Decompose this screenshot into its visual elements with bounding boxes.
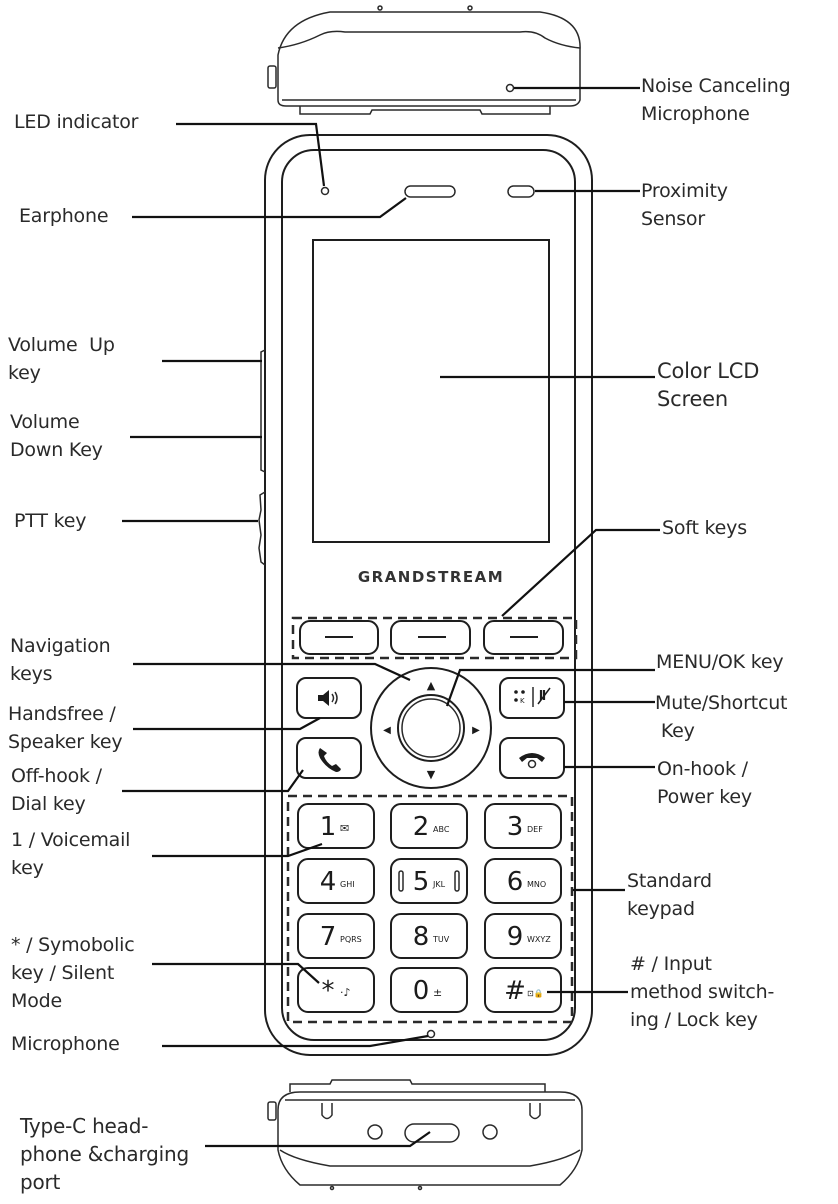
soft-key-right[interactable] [483, 620, 564, 655]
key-subtitle: WXYZ [527, 935, 551, 944]
key-subtitle: ± [433, 986, 442, 999]
key-subtitle: JKL [432, 880, 446, 889]
hangup-icon [519, 753, 545, 762]
key-subtitle: DEF [527, 825, 543, 834]
speaker-icon [318, 690, 338, 706]
key-digit: 2 [413, 812, 430, 842]
earphone-slot [404, 185, 456, 198]
label-earphone: Earphone [19, 205, 109, 227]
shortcut-icon: K [514, 690, 525, 705]
key-digit: 8 [413, 922, 430, 952]
leader-lines [122, 86, 660, 1148]
label-standard-keypad: Standard keypad [627, 870, 712, 920]
label-noise-canceling-microphone: Noise Canceling Microphone [641, 75, 791, 125]
key-digit: 5 [413, 867, 430, 897]
keypad-key-0[interactable]: 0± [390, 967, 468, 1013]
handsfree-key[interactable] [296, 677, 362, 719]
nav-left-icon[interactable]: ◀ [383, 725, 391, 736]
label-typec-port: Type-C head- phone &charging port [20, 1114, 189, 1194]
nav-right-icon[interactable]: ▶ [472, 725, 480, 736]
label-mute-shortcut-key: Mute/Shortcut Key [655, 692, 788, 742]
key-digit: # [504, 976, 526, 1006]
label-hash-input-lock: # / Input method switch- ing / Lock key [630, 953, 775, 1031]
soft-key-left[interactable] [299, 620, 379, 655]
led-indicator [320, 186, 330, 196]
volume-key[interactable] [260, 349, 266, 473]
bottom-view [267, 1079, 583, 1191]
label-microphone: Microphone [11, 1033, 120, 1055]
menu-ok-key[interactable] [397, 694, 465, 762]
keypad-group [286, 794, 574, 1024]
svg-text:K: K [520, 697, 525, 705]
power-icon [527, 759, 537, 769]
key-subtitle: ·♪ [340, 986, 351, 999]
key-digit: * [322, 976, 335, 1006]
bottom-microphone-hole [426, 1029, 436, 1039]
label-color-lcd-screen: Color LCD Screen [657, 359, 760, 411]
label-volume-up-key: Volume Up key [8, 334, 115, 384]
label-soft-keys: Soft keys [662, 517, 747, 539]
tactile-bump [398, 870, 404, 892]
key-digit: 0 [413, 976, 430, 1006]
label-handsfree-speaker-key: Handsfree / Speaker key [8, 703, 123, 753]
label-offhook-dial-key: Off-hook / Dial key [11, 765, 102, 815]
proximity-sensor [507, 185, 535, 198]
ptt-key[interactable] [258, 491, 266, 566]
lcd-screen [312, 239, 550, 543]
onhook-power-key[interactable] [499, 737, 565, 779]
noise-canceling-mic-hole [505, 83, 515, 93]
label-star-symbolic-silent: * / Symobolic key / Silent Mode [11, 934, 135, 1012]
key-subtitle: ✉ [340, 822, 349, 835]
label-navigation-keys: Navigation keys [10, 635, 111, 685]
key-subtitle: ABC [433, 825, 450, 834]
usb-c-port [404, 1123, 460, 1143]
keypad-key-hash[interactable]: #⊡🔒 [484, 967, 562, 1013]
key-digit: 7 [320, 922, 337, 952]
key-subtitle: TUV [432, 935, 450, 944]
phone-body: GRANDSTREAM ▲ ▼ ◀ ▶ [258, 134, 593, 1056]
key-digit: 6 [507, 867, 524, 897]
mute-mic-icon [537, 687, 551, 705]
phone-icon [318, 748, 341, 772]
key-digit: 3 [507, 812, 524, 842]
key-digit: 9 [507, 922, 524, 952]
key-subtitle: GHI [340, 880, 355, 889]
key-subtitle: ⊡🔒 [527, 989, 544, 998]
mute-shortcut-key[interactable]: K [499, 677, 565, 719]
key-digit: 4 [320, 867, 337, 897]
label-proximity-sensor: Proximity Sensor [641, 180, 728, 230]
nav-up-icon[interactable]: ▲ [427, 679, 436, 692]
key-subtitle: MNO [527, 880, 546, 889]
label-led-indicator: LED indicator [14, 111, 139, 133]
nav-down-icon[interactable]: ▼ [427, 768, 436, 781]
navigation-pad[interactable]: ▲ ▼ ◀ ▶ [370, 667, 492, 789]
soft-keys-group [291, 616, 578, 660]
offhook-key[interactable] [296, 737, 362, 779]
key-subtitle: PQRS [340, 935, 362, 944]
key-digit: 1 [320, 812, 337, 842]
soft-key-middle[interactable] [390, 620, 471, 655]
tactile-bump [454, 870, 460, 892]
label-voicemail-key: 1 / Voicemail key [11, 829, 131, 879]
brand-logo: GRANDSTREAM [358, 568, 504, 586]
label-menu-ok-key: MENU/OK key [656, 651, 784, 673]
keypad-key-star[interactable]: * ·♪ [297, 967, 375, 1013]
top-view [267, 5, 581, 115]
keypad-key-1[interactable]: 1✉ [297, 803, 375, 849]
label-volume-down-key: Volume Down Key [10, 411, 103, 461]
label-onhook-power-key: On-hook / Power key [657, 758, 752, 808]
label-ptt-key: PTT key [14, 510, 87, 532]
